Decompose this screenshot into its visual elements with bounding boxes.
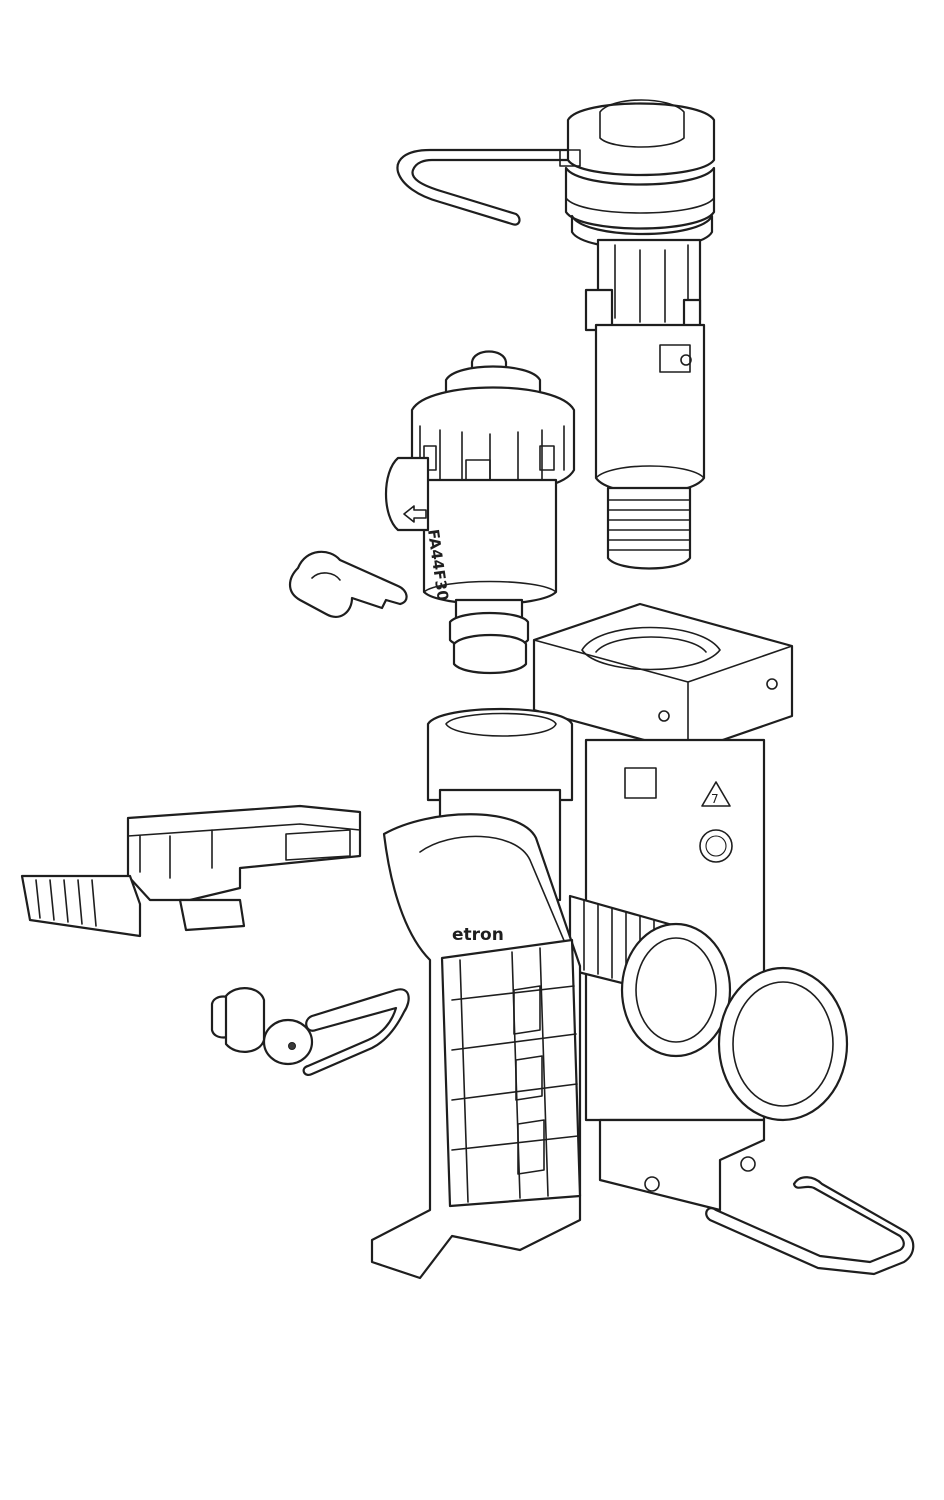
horseshoe-clip bbox=[288, 550, 408, 618]
connector-lever bbox=[20, 804, 362, 938]
brand-mark: etron bbox=[452, 925, 504, 945]
small-u-clip bbox=[302, 988, 410, 1076]
middle-cartridge: FA44F30 bbox=[384, 350, 576, 675]
bottom-right-clip bbox=[705, 1176, 915, 1276]
recycling-code: 7 bbox=[711, 792, 719, 806]
main-valve-body: 7 bbox=[426, 602, 794, 1212]
top-retaining-clip bbox=[396, 148, 577, 226]
small-fitting bbox=[210, 987, 314, 1066]
upper-cartridge bbox=[559, 99, 716, 570]
large-o-ring bbox=[717, 966, 849, 1122]
front-bracket: etron bbox=[370, 813, 582, 1280]
